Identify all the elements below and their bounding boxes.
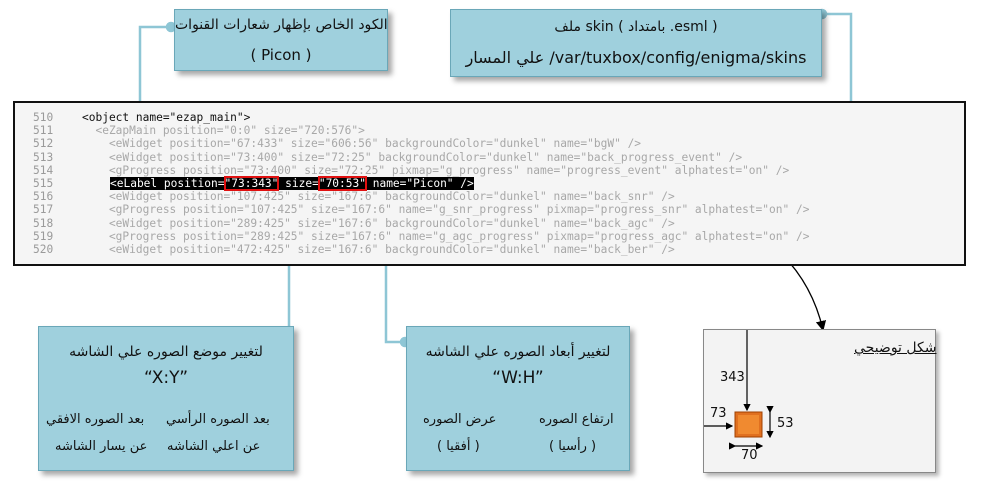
line-number: 510 <box>33 111 54 124</box>
size-width-note: ( أفقيا ) <box>437 439 480 454</box>
line-number: 517 <box>33 203 54 217</box>
illustration-h-value: 53 <box>777 416 794 431</box>
code-text: <gProgress position="107:425" size="167:… <box>82 203 810 217</box>
illustration-title: شكل توضيحي <box>854 340 937 356</box>
callout-picon-line2: ( Picon ) <box>250 46 312 64</box>
illustration-y-value: 343 <box>720 370 745 385</box>
code-line: 510 <object name="ezap_main"> <box>15 111 955 124</box>
code-line: 515 <eLabel position="73:343" size="70:53… <box>15 176 955 191</box>
size-format: “W:H” <box>492 368 544 388</box>
callout-skin-line2: علي المسار /var/tuxbox/config/enigma/ski… <box>465 48 807 67</box>
code-text: <eZapMain position="0:0" size="720:576"> <box>82 124 365 138</box>
callout-skin-file: ملف skin ( بامتداد .esml ) علي المسار /v… <box>450 9 822 77</box>
line-number: 515 <box>33 177 54 190</box>
size-width-label: عرض الصوره <box>423 412 497 427</box>
line-number: 518 <box>33 216 54 230</box>
callout-size: لتغيير أبعاد الصوره علي الشاشه “W:H” ارت… <box>406 326 630 471</box>
code-line: 520 <eWidget position="472:425" size="16… <box>15 243 955 256</box>
line-number: 514 <box>33 163 54 177</box>
line-number: 519 <box>33 229 54 243</box>
line-number: 511 <box>33 124 54 138</box>
position-title: لتغيير موضع الصوره علي الشاشه <box>69 344 263 360</box>
size-height-label: ارتفاع الصوره <box>539 412 614 427</box>
highlight-mid: size= <box>278 177 319 190</box>
callout-picon-line1: الكود الخاص بإظهار شعارات القنوات <box>175 17 388 33</box>
position-vertical-note: عن اعلي الشاشه <box>167 439 261 454</box>
code-text: <eWidget position="289:425" size="167:6"… <box>82 216 675 230</box>
line-number: 520 <box>33 243 54 256</box>
illustration-drawing <box>704 330 774 450</box>
illustration-w-value: 70 <box>741 448 758 463</box>
position-horizontal-label: بعد الصوره الافقي <box>46 412 145 427</box>
code-line: 517 <gProgress position="107:425" size="… <box>15 203 955 216</box>
code-line: 511 <eZapMain position="0:0" size="720:5… <box>15 124 955 137</box>
callout-picon-code: الكود الخاص بإظهار شعارات القنوات ( Pico… <box>174 9 388 71</box>
highlight-suffix: name="Picon" /> <box>365 177 474 190</box>
code-text: <eWidget position="472:425" size="167:6"… <box>82 243 675 256</box>
callout-position: لتغيير موضع الصوره علي الشاشه “X:Y” بعد … <box>38 326 294 471</box>
code-line: 513 <eWidget position="73:400" size="72:… <box>15 151 955 164</box>
illustration-panel: شكل توضيحي 343 73 53 70 <box>703 329 936 473</box>
size-title: لتغيير أبعاد الصوره علي الشاشه <box>425 344 611 360</box>
code-text: <object name="ezap_main"> <box>82 111 251 124</box>
code-text: <eWidget position="73:400" size="72:25" … <box>82 150 743 164</box>
code-line: 514 <gProgress position="73:400" size="7… <box>15 164 955 177</box>
line-number: 513 <box>33 150 54 164</box>
code-text: <eWidget position="67:433" size="606:56"… <box>82 137 642 151</box>
highlighted-code-line: <eLabel position="73:343" size="70:53" n… <box>110 176 474 191</box>
position-format: “X:Y” <box>143 368 189 388</box>
code-line: 518 <eWidget position="289:425" size="16… <box>15 217 955 230</box>
size-height-note: ( رأسيا ) <box>549 439 597 454</box>
callout-skin-line1: ملف skin ( بامتداد .esml ) <box>554 19 718 35</box>
position-value: "73:343" <box>223 176 280 191</box>
code-listing: 510<object name="ezap_main">511 <eZapMai… <box>13 101 966 266</box>
code-text: <eWidget position="107:425" size="167:6"… <box>82 190 675 204</box>
code-line: 516 <eWidget position="107:425" size="16… <box>15 190 955 203</box>
code-line: 519 <gProgress position="289:425" size="… <box>15 230 955 243</box>
line-number: 516 <box>33 190 54 204</box>
position-vertical-label: بعد الصوره الرأسي <box>166 412 270 427</box>
position-horizontal-note: عن يسار الشاشه <box>55 439 148 454</box>
code-text: <gProgress position="289:425" size="167:… <box>82 229 810 243</box>
code-text: <gProgress position="73:400" size="72:25… <box>82 163 790 177</box>
code-line: 512 <eWidget position="67:433" size="606… <box>15 137 955 150</box>
illustration-x-value: 73 <box>710 406 727 421</box>
size-value: "70:53" <box>317 176 367 191</box>
line-number: 512 <box>33 137 54 151</box>
highlight-prefix: <eLabel position= <box>110 177 225 190</box>
